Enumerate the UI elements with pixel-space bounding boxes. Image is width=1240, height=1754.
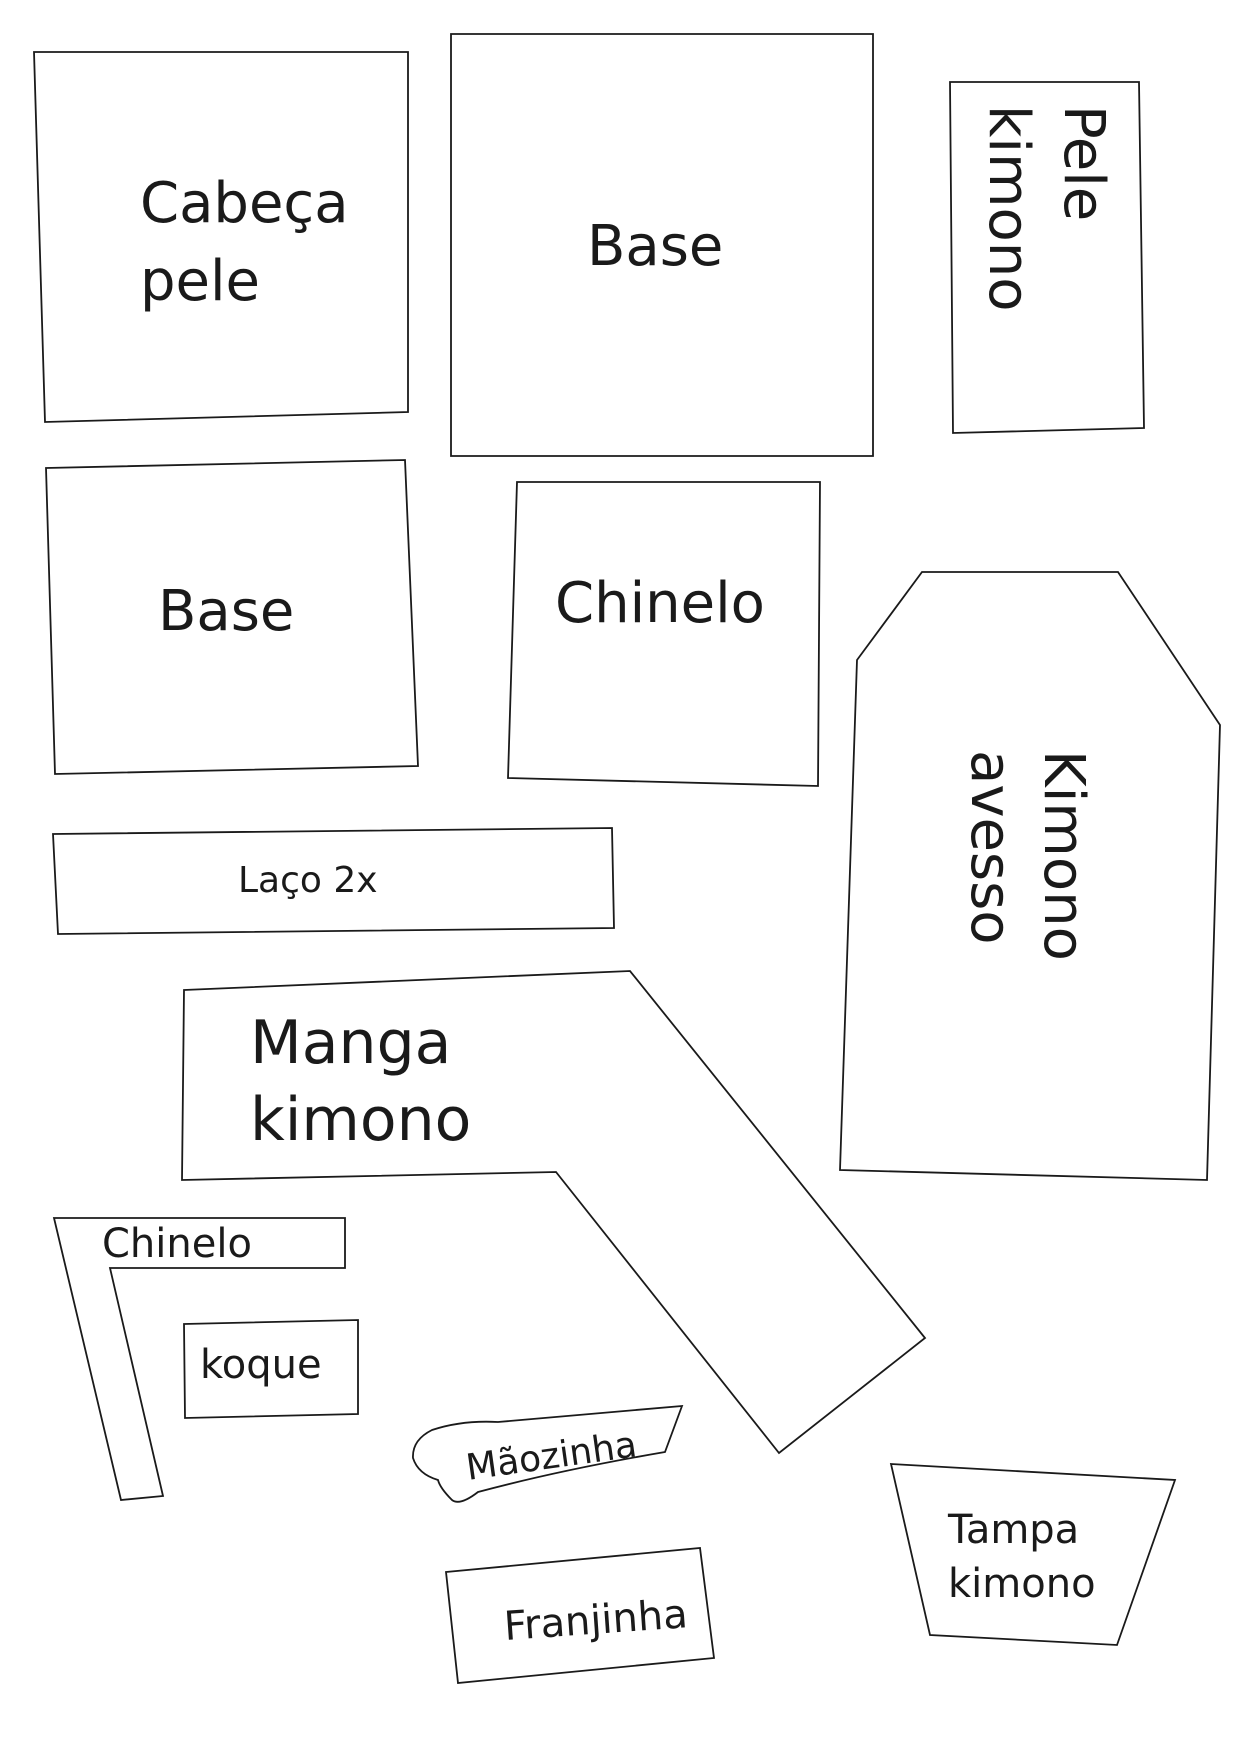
franjinha-outline [445, 1547, 716, 1684]
manga-kimono-label-line2: kimono [250, 1085, 471, 1155]
manga-kimono-label-line1: Manga [250, 1008, 451, 1078]
base-left-outline [45, 459, 419, 775]
tampa-kimono-outline [889, 1463, 1177, 1646]
piece-chinelo-small: Chinelo [52, 1217, 346, 1501]
manga-kimono-outline [181, 970, 927, 1455]
tampa-kimono-label-line2: kimono [948, 1561, 1096, 1607]
base-top-label: Base [587, 214, 723, 279]
cabeca-pele-label-line1: Cabeça [140, 171, 349, 236]
pele-kimono-outline [949, 81, 1145, 434]
piece-chinelo-big: Chinelo [507, 481, 821, 787]
koque-label: koque [200, 1342, 322, 1388]
piece-koque: koque [183, 1319, 359, 1419]
kimono-avesso-label-line1: Kimono [1031, 750, 1096, 961]
base-left-label: Base [158, 579, 294, 644]
piece-tampa-kimono: Tampa kimono [889, 1463, 1177, 1646]
laco-label: Laço 2x [238, 860, 378, 901]
piece-cabeca-pele: Cabeça pele [33, 51, 409, 423]
pele-kimono-label-line1: Pele [1051, 105, 1116, 221]
chinelo-big-label: Chinelo [555, 571, 765, 636]
cabeca-pele-outline [33, 51, 409, 423]
piece-maozinha: Mãozinha [412, 1404, 684, 1503]
chinelo-small-outline [52, 1217, 346, 1501]
piece-manga-kimono: Manga kimono [181, 970, 927, 1455]
pele-kimono-label-line2: kimono [976, 105, 1041, 312]
kimono-avesso-outline [839, 571, 1221, 1181]
koque-outline [183, 1319, 359, 1419]
piece-franjinha: Franjinha [445, 1547, 716, 1684]
laco-outline [52, 827, 615, 935]
cabeca-pele-label-line2: pele [140, 249, 260, 314]
base-top-outline [450, 33, 874, 457]
piece-base-left: Base [45, 459, 419, 775]
piece-laco: Laço 2x [52, 827, 615, 935]
piece-kimono-avesso: Kimono avesso [839, 571, 1221, 1181]
chinelo-big-outline [507, 481, 821, 787]
kimono-avesso-label-line2: avesso [958, 750, 1023, 945]
maozinha-outline [412, 1404, 684, 1503]
tampa-kimono-label-line1: Tampa [947, 1507, 1079, 1553]
piece-pele-kimono: Pele kimono [949, 81, 1145, 434]
chinelo-small-label: Chinelo [102, 1221, 252, 1267]
piece-base-top: Base [450, 33, 874, 457]
